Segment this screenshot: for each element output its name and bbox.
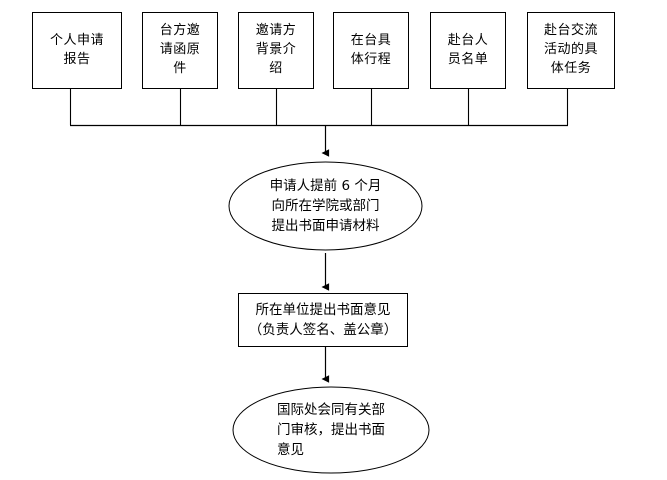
- doc-box-name-list[interactable]: 赴台人 员名单: [430, 12, 506, 89]
- ellipse-outline-international-office: [232, 386, 430, 474]
- step-node-international-office[interactable]: 国际处会同有关部 门审核，提出书面 意见: [232, 386, 430, 474]
- doc-box-tasks-label: 赴台交流 活动的具 体任务: [543, 23, 598, 76]
- doc-box-inviter-background-label: 邀请方 背景介 绍: [255, 23, 297, 76]
- doc-box-personal-report[interactable]: 个人申请 报告: [32, 12, 122, 89]
- ellipse-outline-apply: [228, 161, 423, 251]
- step-node-apply[interactable]: 申请人提前 6 个月 向所在学院或部门 提出书面申请材料: [228, 161, 423, 251]
- step-node-unit-opinion[interactable]: 所在单位提出书面意见 （负责人签名、盖公章）: [238, 293, 408, 347]
- doc-box-invitation-original-label: 台方邀 请函原 件: [159, 23, 201, 76]
- doc-box-itinerary-label: 在台具 体行程: [350, 32, 392, 67]
- doc-box-inviter-background[interactable]: 邀请方 背景介 绍: [238, 12, 314, 89]
- document-drop-lines: [69, 89, 569, 125]
- step-node-apply-label: 申请人提前 6 个月 向所在学院或部门 提出书面申请材料: [269, 177, 382, 235]
- step-node-unit-opinion-label: 所在单位提出书面意见 （负责人签名、盖公章）: [248, 301, 398, 338]
- doc-box-personal-report-label: 个人申请 报告: [49, 32, 104, 67]
- doc-box-invitation-original[interactable]: 台方邀 请函原 件: [142, 12, 218, 89]
- doc-box-itinerary[interactable]: 在台具 体行程: [333, 12, 409, 89]
- doc-box-name-list-label: 赴台人 员名单: [447, 32, 489, 67]
- step-node-international-office-label: 国际处会同有关部 门审核，提出书面 意见: [277, 401, 385, 459]
- doc-box-tasks[interactable]: 赴台交流 活动的具 体任务: [527, 12, 615, 89]
